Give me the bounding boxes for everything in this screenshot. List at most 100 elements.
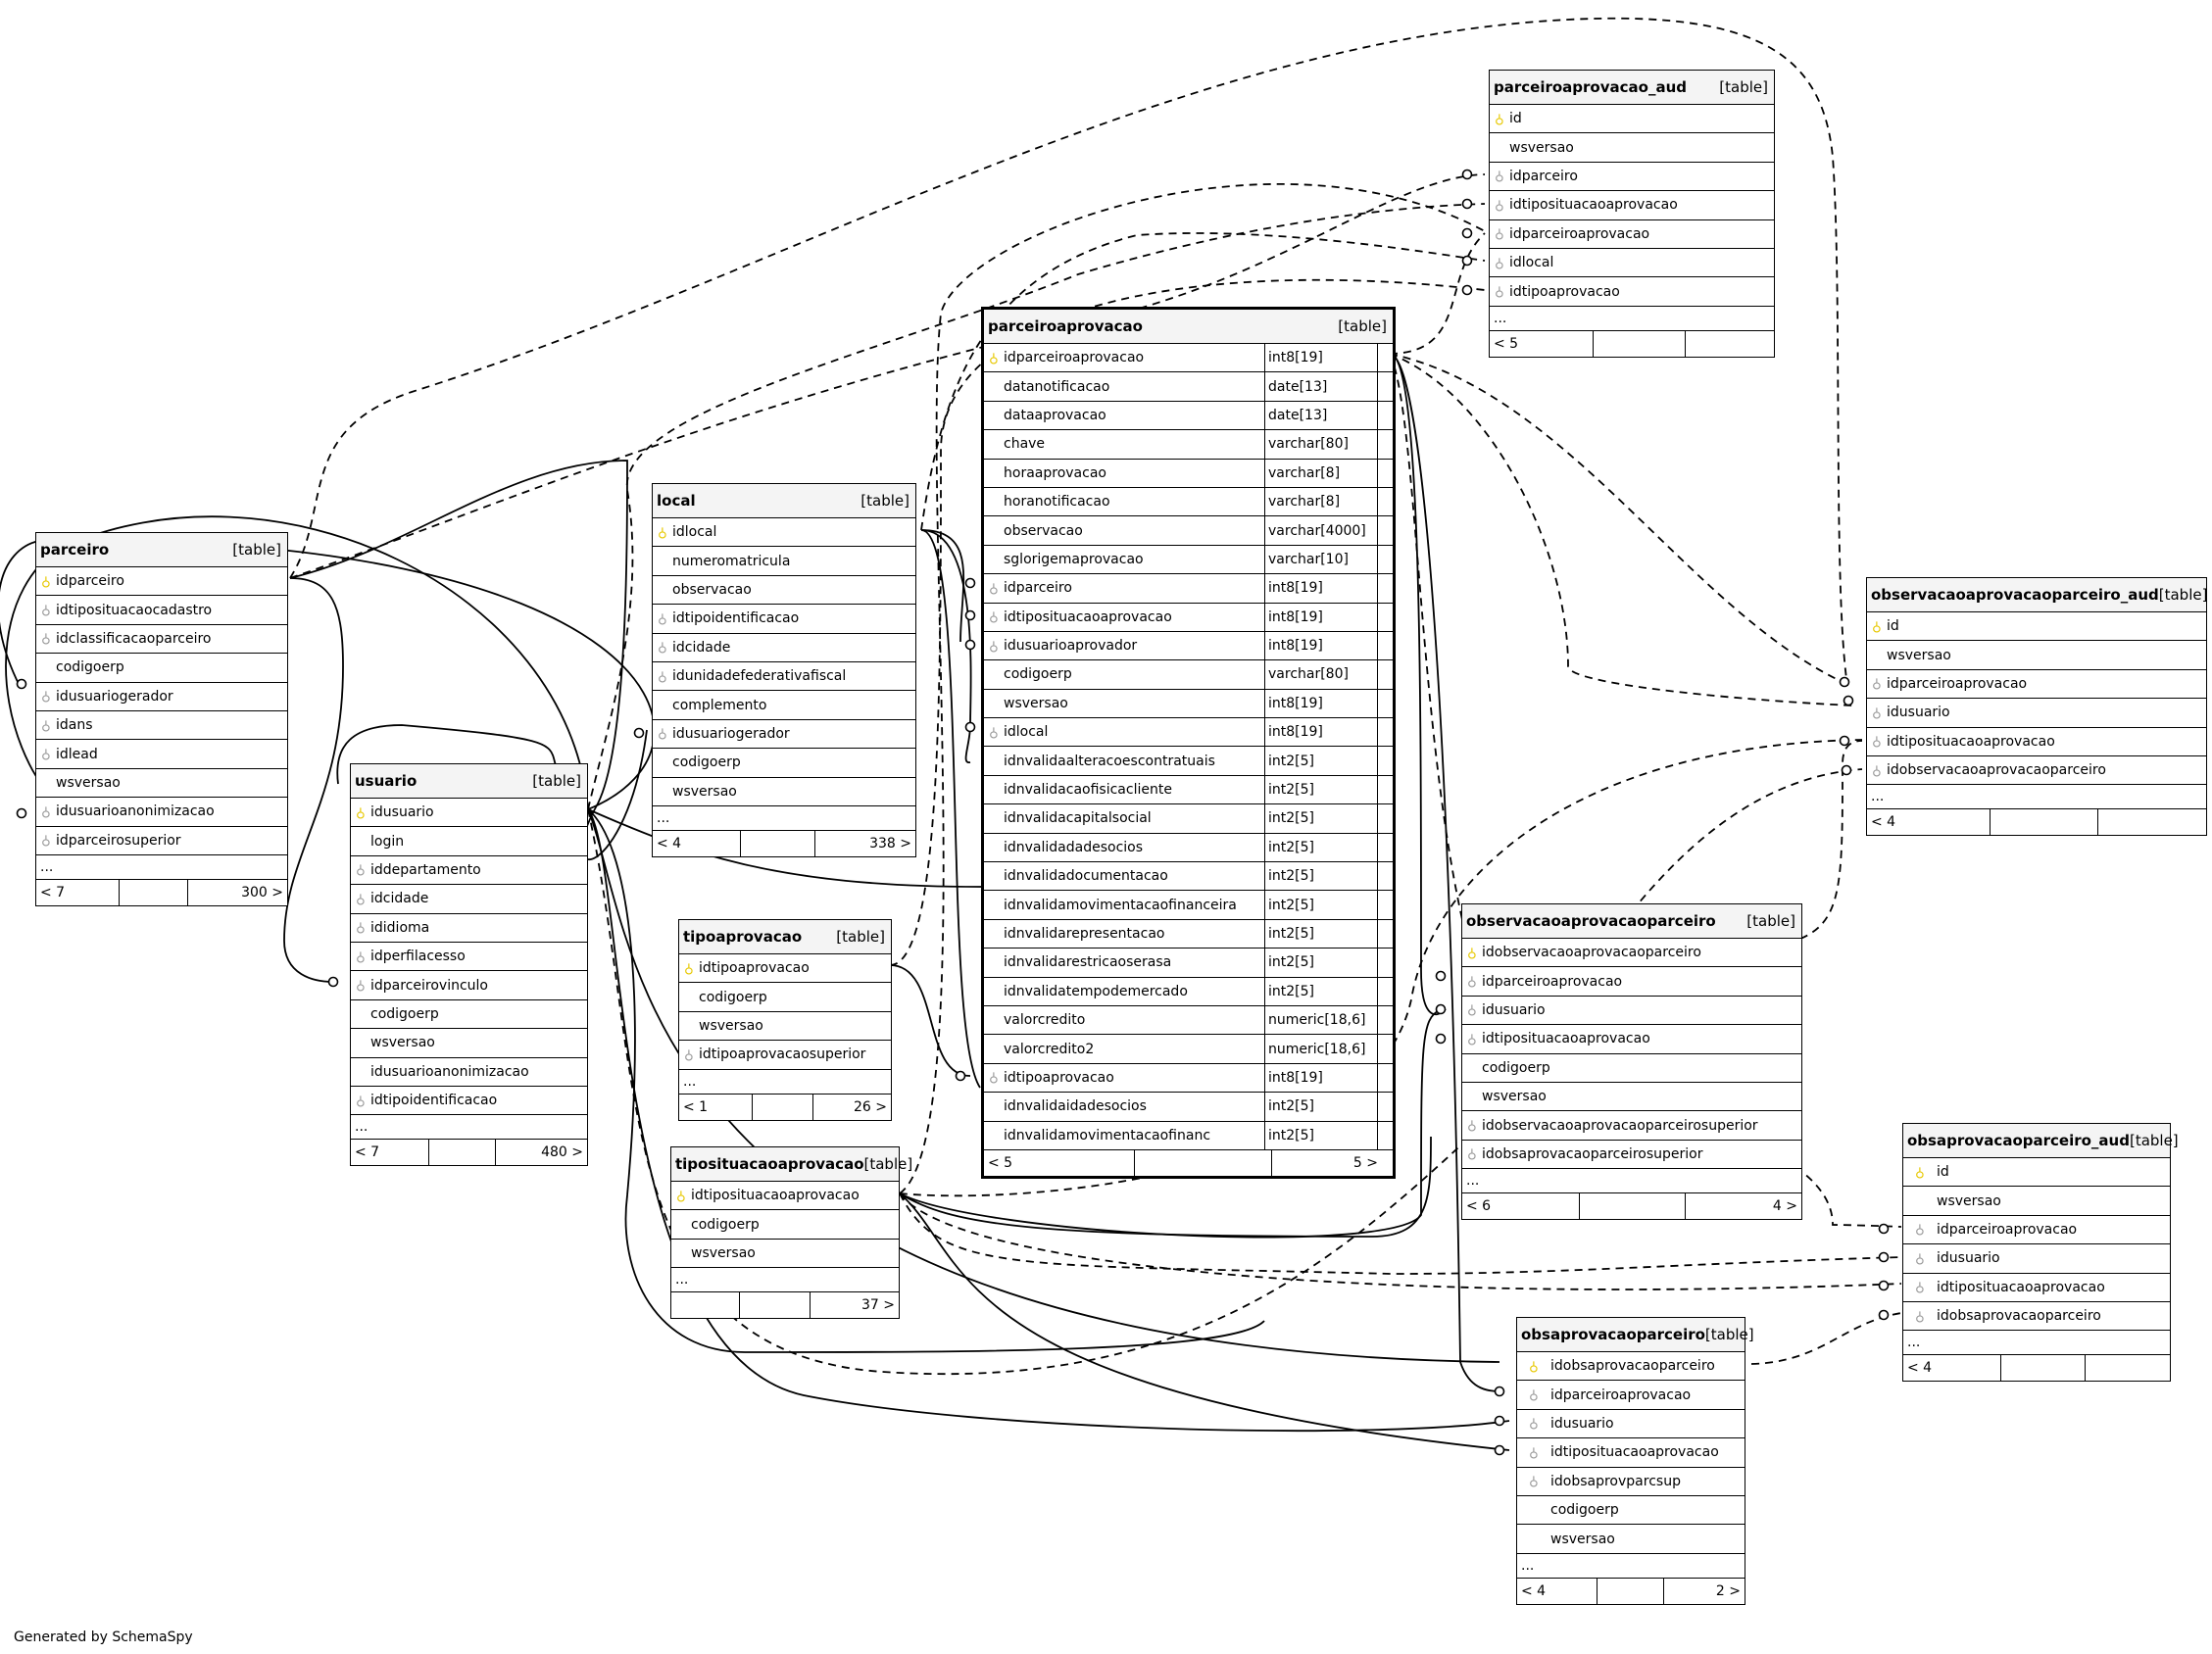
column-row[interactable]: ⚲idparceiroaprovacao bbox=[1903, 1216, 2170, 1245]
column-row[interactable]: ⚲idtiposituacaoaprovacao bbox=[1867, 728, 2206, 756]
table-obsaprovacaoparceiro[interactable]: obsaprovacaoparceiro [table] ⚲idobsaprov… bbox=[1516, 1317, 1754, 1605]
column-row[interactable]: ⚲idusuariogerador bbox=[36, 683, 287, 711]
column-row[interactable]: wsversao bbox=[1517, 1525, 1745, 1554]
parents-count[interactable]: < 7 bbox=[36, 879, 120, 905]
parents-count[interactable]: < 4 bbox=[1867, 809, 1991, 836]
column-row[interactable]: ⚲idusuario bbox=[351, 799, 587, 828]
column-row[interactable]: wsversao bbox=[1867, 641, 2206, 670]
column-row[interactable]: ⚲id bbox=[1903, 1158, 2170, 1188]
parents-count[interactable]: < 4 bbox=[653, 830, 741, 856]
column-row[interactable]: wsversao bbox=[351, 1029, 587, 1058]
children-count[interactable]: 26 > bbox=[854, 1098, 887, 1115]
children-count[interactable]: 4 > bbox=[1772, 1198, 1797, 1215]
column-row[interactable]: ⚲idparceiroaprovacao bbox=[1867, 670, 2206, 700]
parents-count[interactable]: < 4 bbox=[1903, 1355, 2001, 1382]
column-row[interactable]: ⚲idperfilacesso bbox=[351, 943, 587, 972]
table-tiposituacaoaprovacao[interactable]: tiposituacaoaprovacao [table] ⚲idtiposit… bbox=[670, 1146, 912, 1320]
column-row[interactable]: login bbox=[351, 827, 587, 856]
column-row[interactable]: ⚲idobservacaoaprovacaoparceiro bbox=[1867, 756, 2206, 786]
column-row[interactable]: ⚲idparceiroaprovacao bbox=[1490, 220, 1774, 249]
column-row[interactable]: wsversao bbox=[679, 1012, 891, 1042]
column-row[interactable]: wsversao bbox=[36, 769, 287, 799]
parents-count[interactable]: < 6 bbox=[1462, 1193, 1580, 1220]
column-row[interactable]: ⚲idobsaprovacaoparceirosuperior bbox=[1462, 1141, 1801, 1170]
column-row[interactable]: ⚲idtiposituacaoaprovacao bbox=[1903, 1274, 2170, 1302]
column-row[interactable]: ⚲idobservacaoaprovacaoparceirosuperior bbox=[1462, 1111, 1801, 1141]
parents-count[interactable]: < 5 bbox=[1490, 330, 1594, 357]
children-count[interactable]: 37 > bbox=[861, 1297, 895, 1314]
column-row[interactable]: ⚲idparceirovinculo bbox=[351, 971, 587, 1000]
column-row[interactable]: codigoerp bbox=[653, 749, 915, 778]
parents-count[interactable]: < 4 bbox=[1517, 1578, 1598, 1604]
column-row[interactable]: codigoerp bbox=[671, 1210, 899, 1240]
column-row[interactable]: codigoerp bbox=[36, 654, 287, 683]
column-row[interactable]: ⚲idparceiro bbox=[36, 567, 287, 597]
children-count[interactable] bbox=[1686, 331, 1774, 357]
column-row[interactable]: wsversao bbox=[653, 778, 915, 806]
column-row[interactable]: ⚲ididioma bbox=[351, 914, 587, 943]
table-observacaoaprovacaoparceiro-aud[interactable]: observacaoaprovacaoparceiro_aud [table] … bbox=[1866, 577, 2207, 837]
column-row[interactable]: ⚲idusuario bbox=[1867, 699, 2206, 728]
column-row[interactable]: ⚲idparceiroaprovacao bbox=[1462, 967, 1801, 997]
column-row[interactable]: ⚲iddepartamento bbox=[351, 856, 587, 886]
column-row[interactable]: ⚲idtipoaprovacao bbox=[1490, 277, 1774, 307]
column-row[interactable]: ⚲idtipoidentificacao bbox=[351, 1087, 587, 1116]
column-row[interactable]: ⚲idusuarioanonimizacao bbox=[36, 798, 287, 827]
table-observacaoaprovacaoparceiro[interactable]: observacaoaprovacaoparceiro [table] ⚲ido… bbox=[1461, 903, 1802, 1221]
column-row[interactable]: ⚲idtiposituacaoaprovacao bbox=[1462, 1025, 1801, 1054]
column-row[interactable]: wsversao bbox=[1462, 1083, 1801, 1112]
column-row[interactable]: ⚲idparceiro bbox=[1490, 163, 1774, 192]
children-count[interactable]: 480 > bbox=[541, 1144, 583, 1161]
column-row[interactable]: ⚲idparceiroaprovacao bbox=[1517, 1381, 1745, 1410]
column-row[interactable]: ⚲idobsaprovacaoparceiro bbox=[1517, 1352, 1745, 1382]
column-row[interactable]: ⚲idunidadefederativafiscal bbox=[653, 662, 915, 692]
column-row[interactable]: codigoerp bbox=[679, 983, 891, 1012]
column-row[interactable]: ⚲idlocal bbox=[1490, 249, 1774, 278]
parents-count[interactable] bbox=[671, 1292, 740, 1319]
column-row[interactable]: ⚲idusuario bbox=[1517, 1410, 1745, 1439]
children-count[interactable]: 5 > bbox=[1352, 1154, 1378, 1171]
children-count[interactable] bbox=[2098, 809, 2206, 835]
parents-count[interactable]: < 5 bbox=[984, 1149, 1135, 1176]
table-parceiroaprovacao[interactable]: parceiroaprovacao [table] ⚲idparceiroapr… bbox=[981, 307, 1396, 1179]
column-row[interactable]: ⚲idusuariogerador bbox=[653, 720, 915, 750]
table-parceiro[interactable]: parceiro [table] ⚲idparceiro⚲idtipositua… bbox=[35, 532, 288, 906]
children-count[interactable]: 338 > bbox=[869, 835, 911, 851]
children-count[interactable]: 300 > bbox=[241, 884, 283, 900]
column-row[interactable]: codigoerp bbox=[1462, 1054, 1801, 1083]
column-row[interactable]: ⚲idusuario bbox=[1462, 997, 1801, 1026]
column-row[interactable]: ⚲idtipoaprovacao bbox=[679, 954, 891, 984]
column-row[interactable]: codigoerp bbox=[1517, 1496, 1745, 1526]
column-row[interactable]: observacao bbox=[653, 576, 915, 606]
column-row[interactable]: ⚲idtipoaprovacaosuperior bbox=[679, 1041, 891, 1070]
column-row[interactable]: ⚲idtiposituacaocadastro bbox=[36, 596, 287, 625]
column-row[interactable]: idusuarioanonimizacao bbox=[351, 1058, 587, 1087]
